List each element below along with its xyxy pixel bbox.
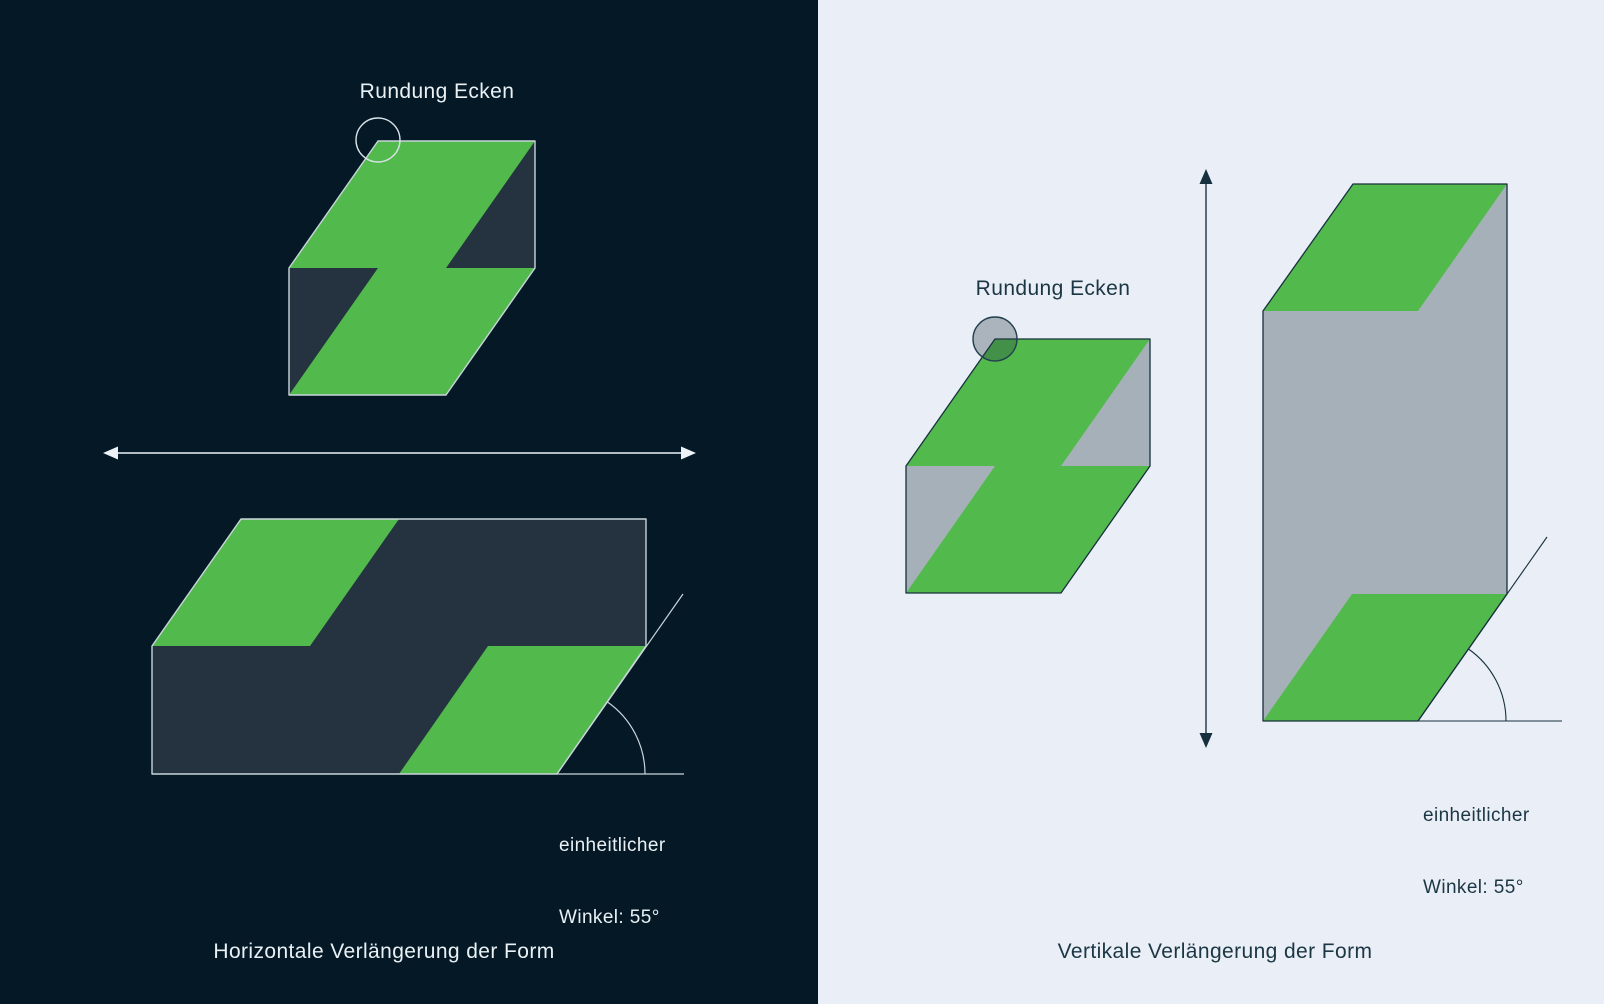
angle-label-left-line1: einheitlicher (559, 835, 666, 856)
stretched-horizontal-green-top-left (152, 519, 399, 646)
corner-rounding-label-left: Rundung Ecken (359, 80, 515, 103)
base-shape-right (905, 316, 1151, 594)
angle-label-right: einheitlicher Winkel: 55° (1423, 756, 1530, 948)
angle-annotation-right (1417, 536, 1562, 722)
base-shape-right-green-s (906, 339, 1150, 593)
corner-rounding-label-right: Rundung Ecken (975, 277, 1131, 300)
angle-diagonal-line-left (556, 593, 684, 775)
angle-arc-left-icon (607, 701, 646, 775)
angle-arc-right-icon (1468, 648, 1507, 722)
angle-label-right-line2: Winkel: 55° (1423, 877, 1524, 898)
base-shape-left-green-s (289, 141, 535, 395)
stretched-vertical-gray-body (1263, 184, 1507, 721)
horizontal-extent-arrow-icon (103, 446, 696, 460)
caption-vertical-extension: Vertikale Verlängerung der Form (1057, 940, 1373, 963)
stretched-horizontal-green-bottom-right (399, 646, 646, 774)
stretched-shape-horizontal (151, 518, 647, 775)
base-shape-right-outline (905, 338, 1151, 594)
vertical-extent-arrow-icon (1199, 169, 1213, 748)
stretched-vertical-green-bottom (1263, 594, 1507, 721)
angle-annotation-left (556, 593, 684, 775)
stretched-shape-vertical (1262, 183, 1508, 722)
base-shape-left (288, 117, 536, 396)
angle-diagonal-line-right (1417, 536, 1548, 722)
base-shape-left-outline (288, 140, 536, 396)
corner-radius-circle-left-icon (355, 117, 401, 163)
angle-label-left-line2: Winkel: 55° (559, 907, 660, 928)
stretched-vertical-green-top (1263, 184, 1507, 311)
caption-horizontal-extension: Horizontale Verlängerung der Form (213, 940, 555, 963)
corner-radius-circle-right-icon (972, 316, 1018, 362)
angle-label-right-line1: einheitlicher (1423, 805, 1530, 826)
angle-label-left: einheitlicher Winkel: 55° (559, 786, 666, 978)
